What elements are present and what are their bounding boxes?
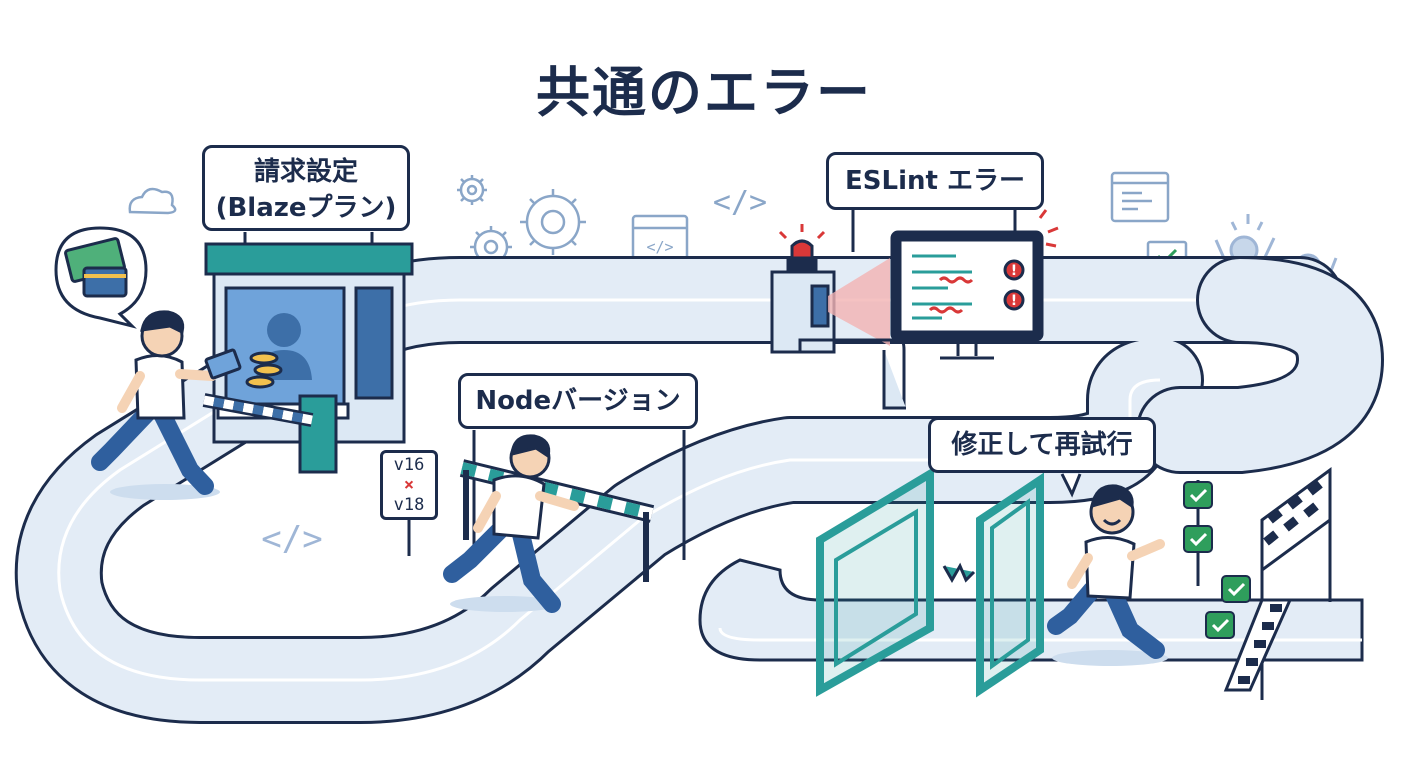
billing-sign-line-2: (Blazeプラン) [215, 193, 397, 223]
cloud-icon [128, 187, 177, 215]
payment-thought-bubble [54, 226, 148, 329]
svg-text:!: ! [1011, 293, 1017, 309]
billing-sign-line-1: 請求設定 [253, 157, 358, 187]
page-title: 共通のエラー [536, 61, 872, 124]
fix-and-retry-sign: 修正して再試行 [928, 417, 1156, 473]
coin-stack-icon [245, 351, 283, 389]
check-icon [1183, 525, 1213, 553]
billing-settings-sign: 請求設定 (Blazeプラン) [202, 145, 410, 231]
version-from: v16 [393, 455, 425, 475]
check-icon [1205, 611, 1235, 639]
person-running [1047, 484, 1168, 666]
check-icon [1183, 481, 1213, 509]
browser-window-icon: </> [631, 214, 689, 264]
eslint-station: ! ! [770, 209, 1059, 410]
gear-icon [520, 189, 586, 255]
billing-booth [202, 232, 414, 474]
eslint-error-sign: ESLint エラー [826, 152, 1044, 210]
gear-icon [457, 175, 487, 205]
check-icon [1221, 575, 1251, 603]
error-icon [1003, 259, 1025, 281]
node-hurdle [459, 430, 686, 582]
version-mismatch-sign: v16 × v18 [380, 450, 438, 520]
person-paying [91, 310, 242, 500]
svg-text:!: ! [1011, 263, 1017, 279]
retry-gates [816, 466, 1082, 698]
finish-line [1223, 467, 1332, 700]
alarm-light-icon [778, 224, 826, 274]
person-jumping [443, 434, 579, 613]
svg-text:</>: </> [646, 238, 673, 256]
document-icon [1110, 171, 1170, 223]
mismatch-icon: × [403, 475, 415, 495]
checkmark-path [1183, 480, 1251, 639]
error-icon [1003, 289, 1025, 311]
credit-card-icon [82, 266, 128, 298]
node-version-sign: Nodeバージョン [458, 373, 698, 429]
version-to: v18 [393, 495, 425, 515]
code-icon: </> [713, 185, 767, 220]
code-icon: </> [261, 519, 322, 559]
